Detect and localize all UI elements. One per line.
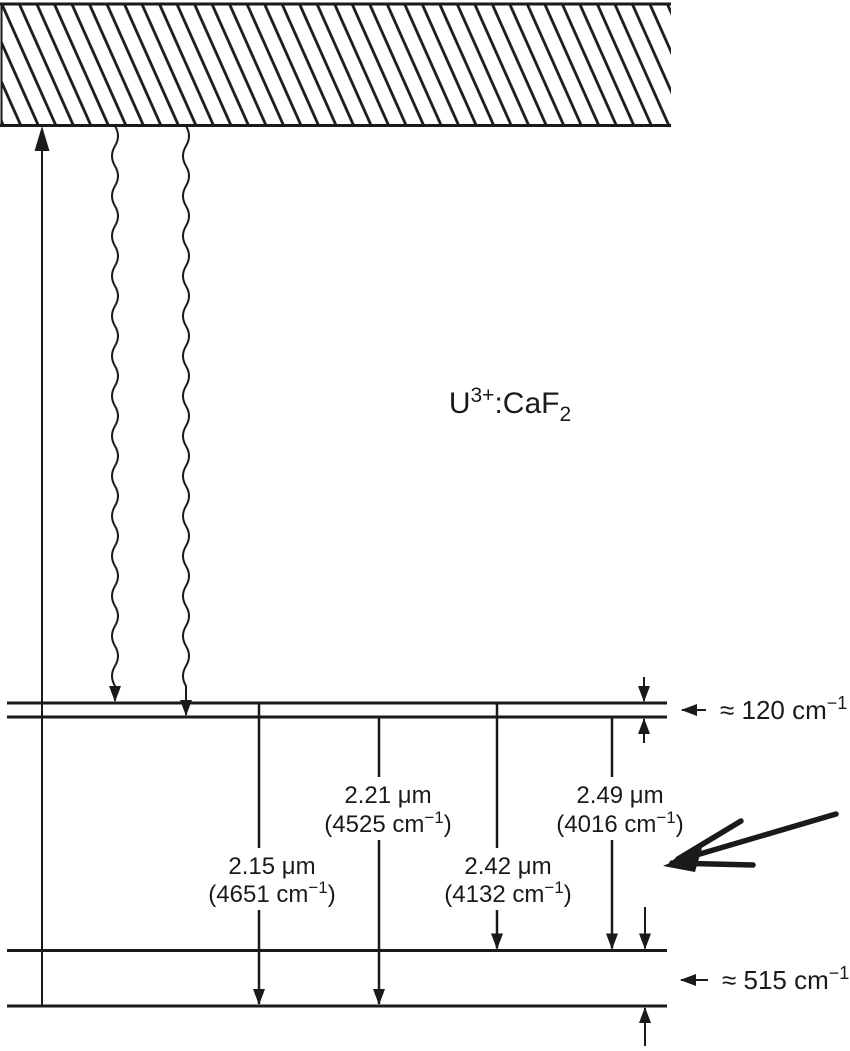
lower-level-pair: [7, 949, 667, 1008]
label-bg: [535, 777, 705, 840]
splitting-120-label: ≈ 120 cm−1: [720, 693, 847, 725]
nonradiative-decay-arrow-2: [180, 125, 192, 716]
splitting-120-label-group: ≈ 120 cm−1: [681, 693, 847, 725]
pump-arrow: [34, 126, 50, 1006]
laser-output-icon: [663, 811, 839, 872]
transition-label-2-21um: 2.21 μm (4525 cm−1): [303, 777, 473, 840]
wavenumber-text: (4525 cm−1): [324, 808, 451, 838]
wavenumber-text: (4016 cm−1): [556, 808, 683, 838]
splitting-515-label: ≈ 515 cm−1: [722, 963, 849, 995]
beam-arrowhead: [663, 848, 702, 872]
nonradiative-decay-arrow-1: [109, 125, 121, 702]
beam-ray-mid: [675, 818, 744, 862]
pump-arrowhead: [34, 126, 50, 151]
label-bg: [303, 777, 473, 840]
wavelength-text: 2.42 μm: [464, 853, 551, 880]
label-bg: [423, 848, 593, 910]
wavelength-text: 2.49 μm: [576, 782, 663, 809]
transition-label-2-15um: 2.15 μm (4651 cm−1): [187, 848, 357, 910]
band-hatch-fill: [1, 4, 671, 125]
figure-title: U3+:CaF2: [449, 384, 571, 426]
transition-label-2-49um: 2.49 μm (4016 cm−1): [535, 777, 705, 840]
excited-state-band: [0, 2, 671, 127]
upper-level-pair: [7, 701, 667, 719]
label-bg: [187, 848, 357, 910]
wavenumber-text: (4132 cm−1): [444, 878, 571, 908]
wavenumber-text: (4651 cm−1): [208, 878, 335, 908]
beam-ray-long: [673, 811, 839, 864]
splitting-515-label-group: ≈ 515 cm−1: [680, 963, 849, 995]
wavelength-text: 2.21 μm: [344, 782, 431, 809]
transition-label-2-42um: 2.42 μm (4132 cm−1): [423, 848, 593, 910]
wavelength-text: 2.15 μm: [228, 853, 315, 880]
